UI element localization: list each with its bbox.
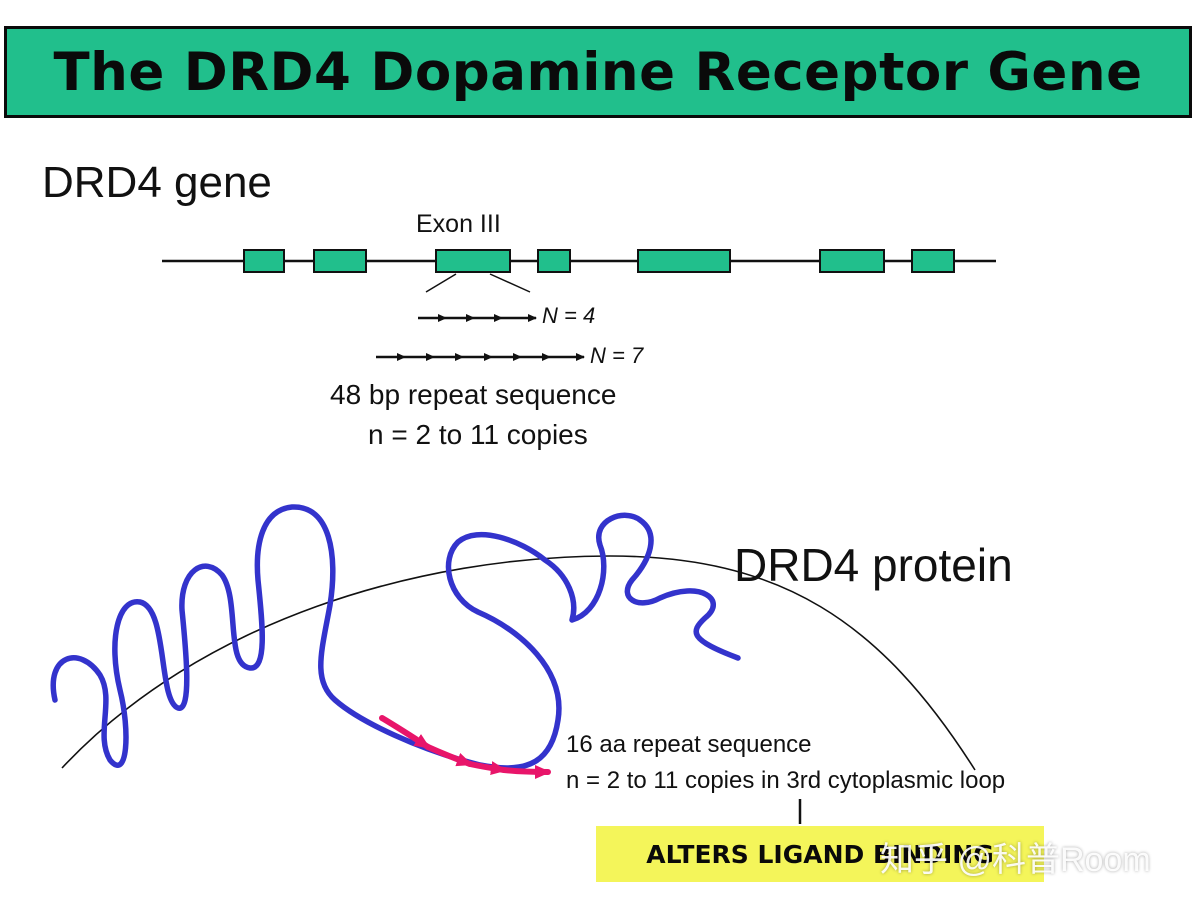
aa-copies-label: n = 2 to 11 copies in 3rd cytoplasmic lo… bbox=[566, 767, 1006, 794]
exon-iii-label: Exon III bbox=[416, 210, 501, 238]
zoom-line-right bbox=[489, 273, 531, 293]
exon-box-exon-iii bbox=[435, 249, 511, 273]
repeat-n4-label: N = 4 bbox=[542, 303, 596, 328]
exon-box bbox=[243, 249, 285, 273]
page-title: The DRD4 Dopamine Receptor Gene bbox=[53, 41, 1143, 103]
effect-highlight-box: ALTERS LIGAND BINDING bbox=[596, 826, 1044, 882]
exon-boxes bbox=[243, 249, 955, 273]
repeat-arrows-protein bbox=[379, 715, 551, 779]
exon-box bbox=[637, 249, 731, 273]
gene-heading: DRD4 gene bbox=[42, 158, 272, 207]
effect-label: ALTERS LIGAND BINDING bbox=[646, 839, 994, 869]
exon-box bbox=[537, 249, 571, 273]
exon-box bbox=[313, 249, 367, 273]
watermark: 知乎 @科普Room bbox=[880, 841, 1151, 879]
aa-repeat-label: 16 aa repeat sequence bbox=[566, 731, 812, 758]
repeat-n7-label: N = 7 bbox=[590, 343, 644, 368]
exon-box bbox=[911, 249, 955, 273]
bp-copies-label: n = 2 to 11 copies bbox=[368, 419, 588, 450]
title-banner: The DRD4 Dopamine Receptor Gene bbox=[4, 26, 1192, 118]
protein-heading: DRD4 protein bbox=[734, 539, 1013, 591]
membrane-arc bbox=[61, 555, 976, 771]
exon-box bbox=[819, 249, 885, 273]
bp-repeat-label: 48 bp repeat sequence bbox=[330, 379, 617, 410]
protein-chain bbox=[50, 504, 741, 771]
zoom-line-left bbox=[425, 273, 457, 293]
